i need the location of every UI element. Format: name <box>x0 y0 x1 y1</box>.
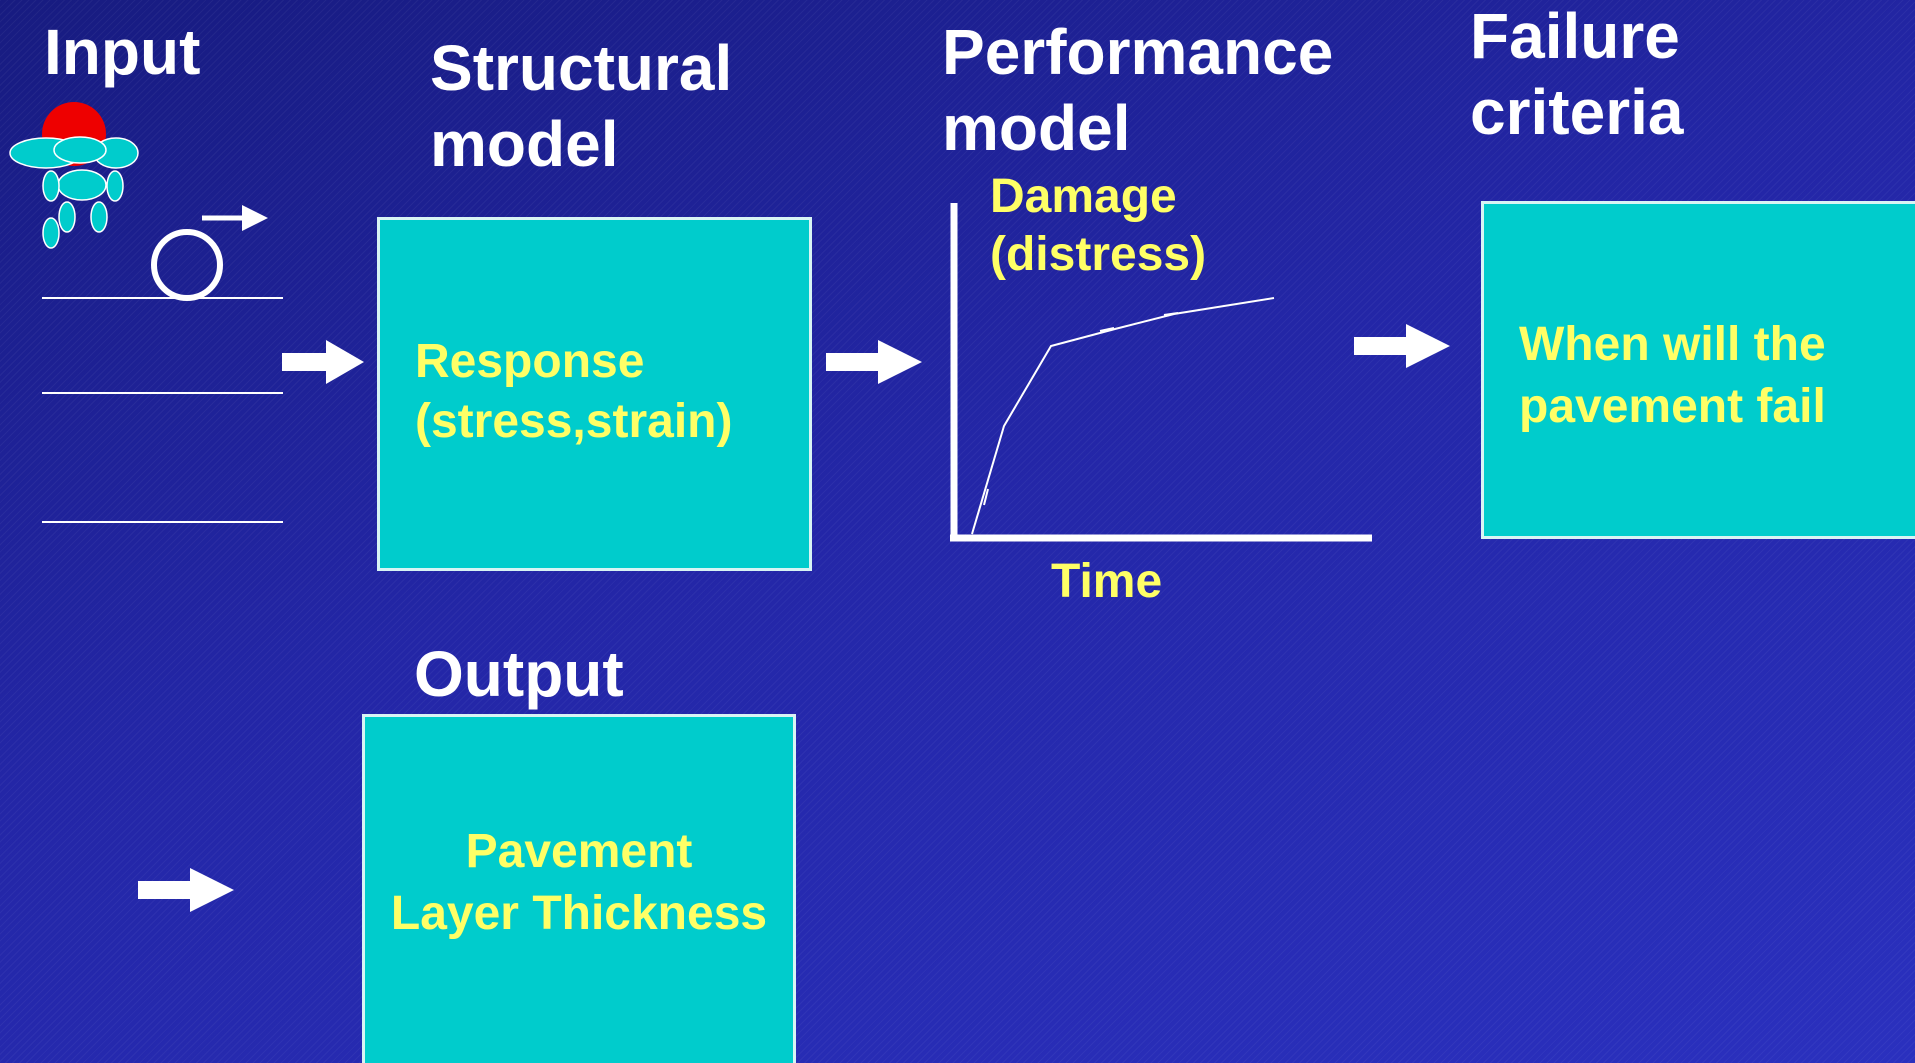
damage-curve <box>971 297 1275 535</box>
heading-input: Input <box>44 16 201 88</box>
motion-arrow-icon <box>202 205 268 231</box>
output-box: Pavement Layer Thickness <box>362 714 796 1063</box>
heading-structural-model: Structural model <box>430 30 732 182</box>
heading-failure-line2: criteria <box>1470 76 1684 148</box>
heading-structural-line1: Structural <box>430 32 733 104</box>
failure-criteria-box: When will the pavement fail <box>1481 201 1915 539</box>
failure-question-line1: When will the <box>1519 318 1826 371</box>
response-line2: (stress,strain) <box>415 395 733 448</box>
arrow-right-icon <box>1354 324 1450 368</box>
graph-y-label-line1: Damage <box>990 170 1177 223</box>
heading-failure-criteria: Failure criteria <box>1470 0 1683 150</box>
arrow-right-icon <box>138 868 234 912</box>
heading-failure-line1: Failure <box>1470 0 1680 72</box>
output-line1: Pavement <box>465 825 693 878</box>
failure-question-line2: pavement fail <box>1519 380 1826 433</box>
input-illustration <box>9 102 283 523</box>
arrow-right-icon <box>282 340 364 384</box>
heading-structural-line2: model <box>430 108 619 180</box>
heading-performance-model: Performance model <box>942 14 1333 166</box>
graph-y-label: Damage (distress) <box>990 168 1206 284</box>
graph-x-label: Time <box>1051 555 1163 608</box>
output-label: Pavement Layer Thickness <box>365 821 793 945</box>
arrow-right-icon <box>826 340 922 384</box>
failure-question: When will the pavement fail <box>1519 314 1826 438</box>
response-line1: Response <box>415 335 645 388</box>
heading-performance-line1: Performance <box>942 16 1334 88</box>
structural-response-box: Response (stress,strain) <box>377 217 812 571</box>
output-line2: Layer Thickness <box>390 887 768 940</box>
wheel-icon <box>151 229 223 301</box>
graph-y-label-line2: (distress) <box>990 228 1207 281</box>
response-label: Response (stress,strain) <box>415 332 732 452</box>
damage-time-graph <box>950 203 1372 542</box>
rain-cloud-icon <box>9 136 139 249</box>
heading-performance-line2: model <box>942 92 1131 164</box>
heading-output: Output <box>414 638 624 710</box>
